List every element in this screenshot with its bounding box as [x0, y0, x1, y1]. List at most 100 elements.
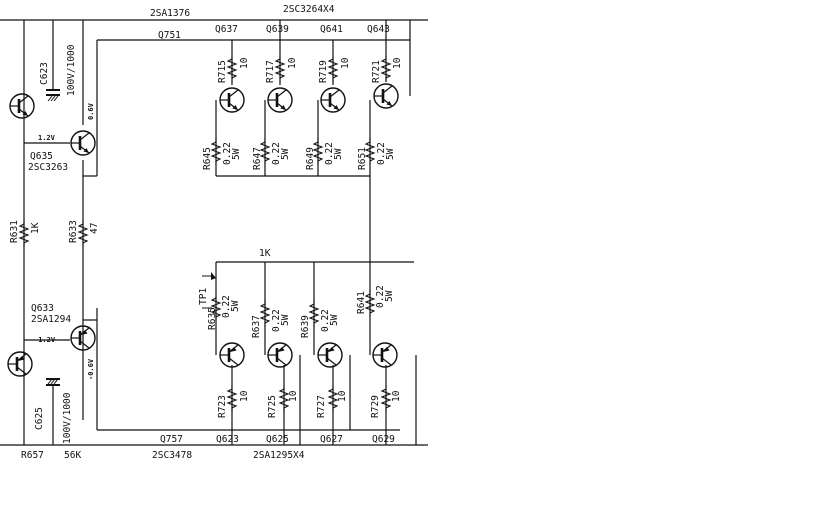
tp1-test-point [202, 272, 216, 309]
r717-resistor [275, 54, 285, 83]
label-r727-value: 10 [337, 390, 348, 402]
label-2sa1376: 2SA1376 [150, 8, 190, 19]
input-transistor-top [8, 92, 36, 120]
label-r729: R729 [370, 395, 381, 418]
label-r657: R657 [21, 450, 44, 461]
label-r715-value: 10 [239, 57, 250, 69]
r633-resistor [78, 219, 88, 248]
r639-resistor [309, 299, 319, 328]
input-transistor-bottom [6, 350, 34, 378]
label-r631-value: 1K [30, 222, 41, 234]
q639-transistor [266, 86, 294, 114]
top-wiring [0, 19, 428, 445]
label-r641: R641 [356, 291, 367, 314]
r721-resistor [381, 54, 391, 83]
label-r649-watt: 5W [333, 148, 344, 160]
label-r631: R631 [9, 220, 20, 243]
label-r723: R723 [217, 395, 228, 418]
label-r647-value: 0.22 [271, 142, 282, 165]
r637-resistor [260, 299, 270, 328]
r725-resistor [279, 384, 289, 413]
label-r635-value: 0.22 [221, 295, 232, 318]
r645-resistor [211, 137, 221, 166]
r727-resistor [328, 384, 338, 413]
label-q627: Q627 [320, 434, 343, 445]
horizontal-labels: 2SA1376 2SC3264X4 Q751 Q637 Q639 Q641 Q6… [21, 4, 395, 461]
label-r645-value: 0.22 [222, 142, 233, 165]
label-q629: Q629 [372, 434, 395, 445]
label-r637-value: 0.22 [271, 309, 282, 332]
label-c623: C623 [39, 62, 50, 85]
r715-resistor [227, 54, 237, 83]
label-56k: 56K [64, 450, 81, 461]
q629-transistor [371, 341, 399, 369]
r641-resistor [365, 289, 375, 318]
label-r649-value: 0.22 [324, 142, 335, 165]
label-q625: Q625 [266, 434, 289, 445]
label-c625-value: 100V/1000 [62, 392, 73, 444]
label-2sa1294: 2SA1294 [31, 314, 71, 325]
label-1k: 1K [259, 248, 271, 259]
vertical-labels: R715 10 R717 10 R719 10 R721 10 R645 0.2… [9, 44, 403, 444]
label-tp1: TP1 [198, 288, 209, 305]
label-r639-watt: 5W [329, 314, 340, 326]
q625-transistor [266, 341, 294, 369]
label-r639: R639 [300, 315, 311, 338]
label-r633: R633 [68, 220, 79, 243]
label-2sc3478: 2SC3478 [152, 450, 192, 461]
label-r727: R727 [316, 395, 327, 418]
label-q643: Q643 [367, 24, 390, 35]
label-r729-value: 10 [391, 390, 402, 402]
label-q637: Q637 [215, 24, 238, 35]
label-r635-watt: 5W [230, 300, 241, 312]
label-r645: R645 [202, 147, 213, 170]
q623-transistor [218, 341, 246, 369]
r719-resistor [328, 54, 338, 83]
label-q633: Q633 [31, 303, 54, 314]
label-r721: R721 [371, 60, 382, 83]
label-r633-value: 47 [89, 223, 100, 234]
label-r725-value: 10 [288, 390, 299, 402]
label-c623-value: 100V/1000 [66, 44, 77, 96]
label-c625: C625 [34, 407, 45, 430]
label-r651-watt: 5W [385, 148, 396, 160]
label-2sc3263: 2SC3263 [28, 162, 68, 173]
label-r651: R651 [357, 147, 368, 170]
label-q623: Q623 [216, 434, 239, 445]
q627-transistor [316, 341, 344, 369]
label-q641: Q641 [320, 24, 343, 35]
label-r637-watt: 5W [280, 314, 291, 326]
label-r717: R717 [265, 60, 276, 83]
label-neg-0-6v: -0.6V [87, 358, 95, 380]
q637-transistor [218, 86, 246, 114]
q643-transistor [372, 82, 400, 110]
r631-resistor [19, 219, 29, 248]
label-r717-value: 10 [287, 57, 298, 69]
q635-transistor [69, 129, 97, 157]
label-r647: R647 [252, 147, 263, 170]
label-q639: Q639 [266, 24, 289, 35]
label-q635: Q635 [30, 151, 53, 162]
bottom-wiring [0, 262, 428, 446]
label-q757: Q757 [160, 434, 183, 445]
r729-resistor [381, 384, 391, 413]
label-r645-watt: 5W [231, 148, 242, 160]
r723-resistor [227, 384, 237, 413]
label-r641-watt: 5W [384, 290, 395, 302]
top-output-stage [8, 54, 400, 248]
label-r719: R719 [318, 60, 329, 83]
label-r639-value: 0.22 [320, 309, 331, 332]
label-r641-value: 0.22 [375, 285, 386, 308]
bottom-output-stage [6, 272, 399, 413]
label-r725: R725 [267, 395, 278, 418]
label-r637: R637 [251, 315, 262, 338]
label-r635: R635 [207, 307, 218, 330]
label-r651-value: 0.22 [376, 142, 387, 165]
label-1-2v: 1.2V [38, 134, 56, 142]
label-0-6v: 0.6V [87, 102, 95, 120]
label-2sc3264x4: 2SC3264X4 [283, 4, 335, 15]
label-2sa1295x4: 2SA1295X4 [253, 450, 305, 461]
c625-capacitor [46, 378, 60, 386]
label-r715: R715 [217, 60, 228, 83]
